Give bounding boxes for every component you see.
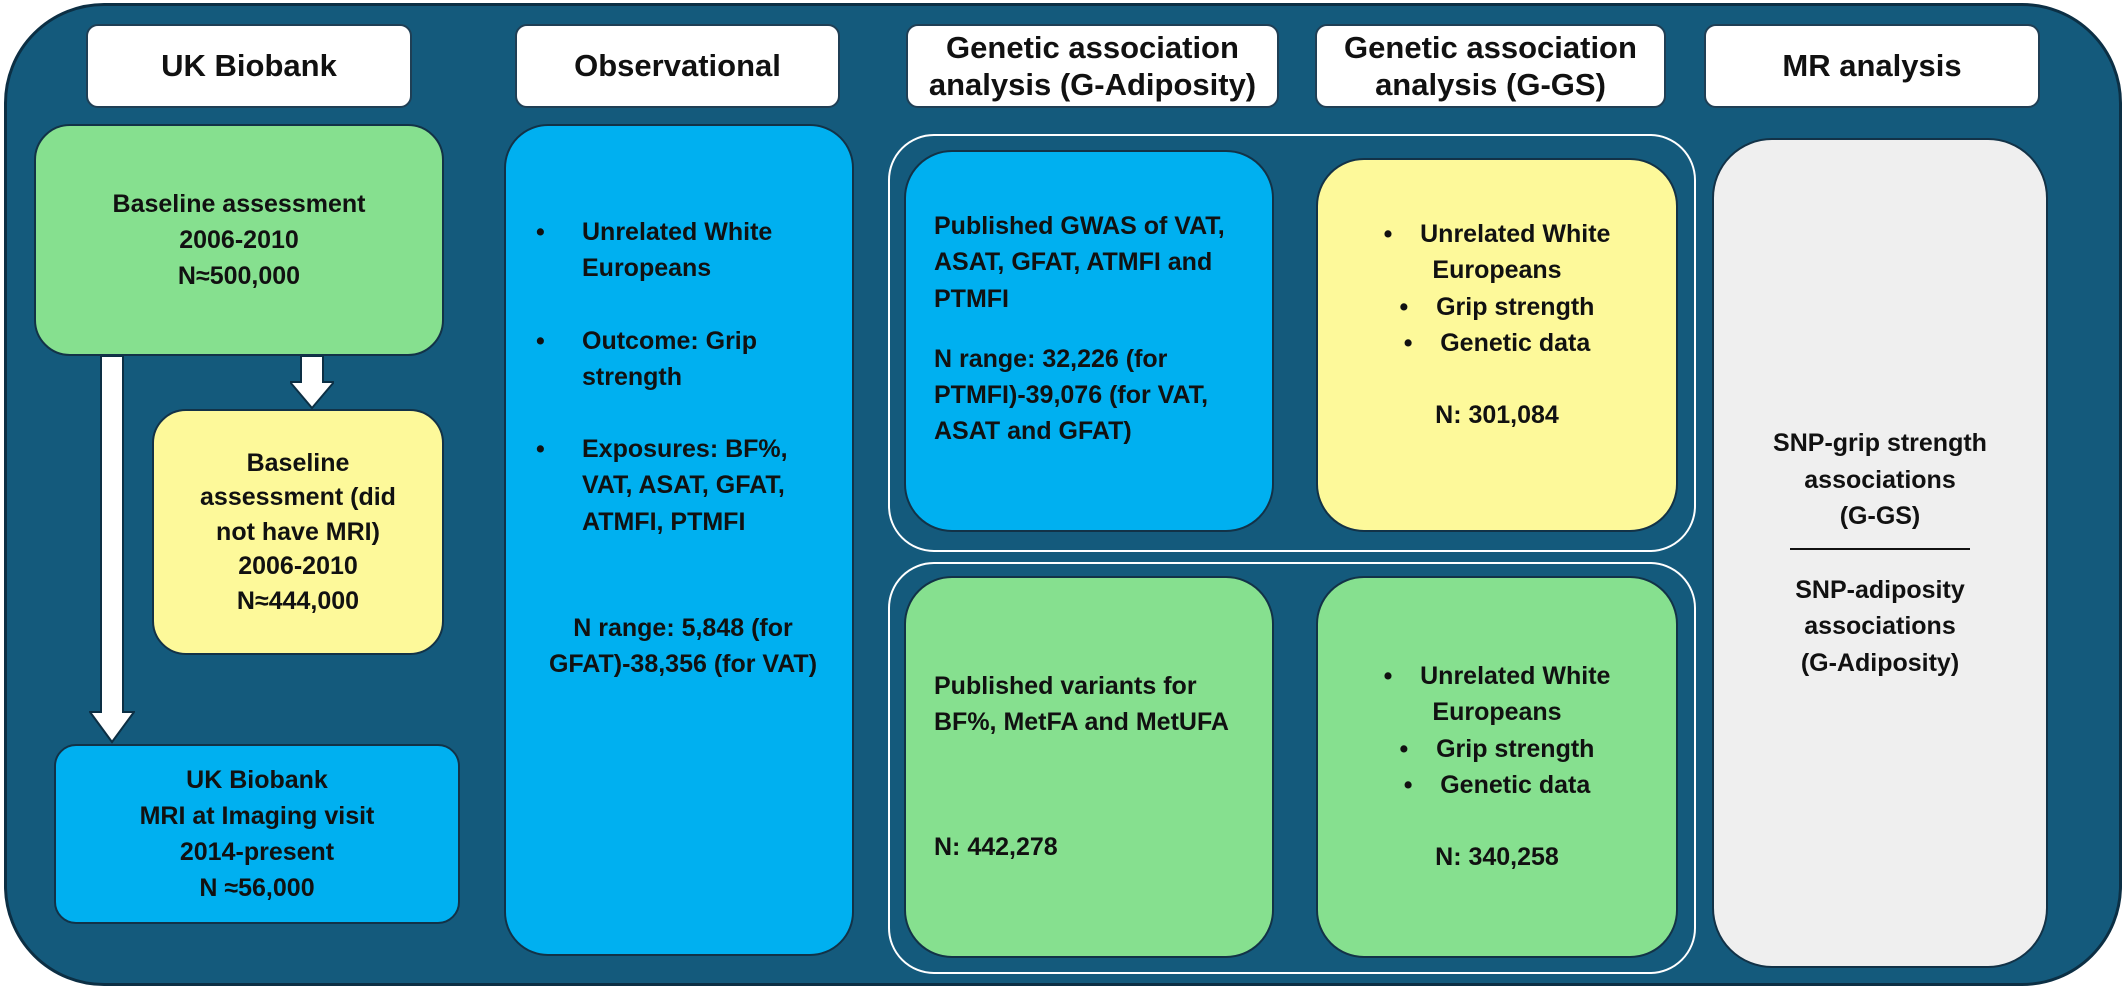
- published-gwas-box: Published GWAS of VAT, ASAT, GFAT, ATMFI…: [904, 150, 1274, 532]
- g-gs-top-bullet: Genetic data: [1338, 325, 1656, 361]
- observational-bullet: Unrelated White Europeans: [536, 214, 830, 287]
- group-outline-bottom: [888, 562, 1696, 974]
- mr-lower-line-2: associations: [1804, 612, 1956, 641]
- no-mri-line-1: Baseline: [246, 448, 350, 477]
- mr-upper-line-1: SNP-grip strength: [1773, 429, 1987, 458]
- mr-upper-line-2: associations: [1804, 465, 1956, 494]
- observational-box: Unrelated White Europeans Outcome: Grip …: [504, 124, 854, 956]
- published-variants-title: Published variants for BF%, MetFA and Me…: [934, 672, 1229, 737]
- mr-lower-line-1: SNP-adiposity: [1795, 576, 1965, 604]
- arrow-down-long: [89, 356, 135, 744]
- published-gwas-n-range: N range: 32,226 (for PTMFI)-39,076 (for …: [934, 344, 1209, 446]
- mr-upper-line-3: (G-GS): [1839, 501, 1921, 530]
- mr-upper-text: SNP-grip strength associations (G-GS): [1773, 425, 1987, 534]
- header-mr-analysis: MR analysis: [1704, 24, 2040, 108]
- baseline-line-1: Baseline assessment: [112, 189, 366, 218]
- g-gs-top-bullets: Unrelated White Europeans Grip strength …: [1338, 216, 1656, 361]
- g-gs-top-bullet: Grip strength: [1338, 289, 1656, 325]
- header-uk-biobank: UK Biobank: [86, 24, 412, 108]
- mr-analysis-box: SNP-grip strength associations (G-GS) SN…: [1712, 138, 2048, 968]
- no-mri-line-4: 2006-2010: [238, 552, 358, 581]
- published-variants-n: N: 442,278: [934, 832, 1058, 861]
- observational-n-range: N range: 5,848 (for GFAT)-38,356 (for VA…: [548, 613, 818, 678]
- observational-bullets: Unrelated White Europeans Outcome: Grip …: [536, 214, 830, 540]
- mr-lower-line-3: (G-Adiposity): [1800, 648, 1960, 677]
- baseline-line-3: N≈500,000: [177, 262, 301, 291]
- header-g-gs: Genetic association analysis (G-GS): [1315, 24, 1666, 108]
- imaging-line-1: UK Biobank: [186, 765, 328, 794]
- imaging-visit-box: UK Biobank MRI at Imaging visit 2014-pre…: [54, 744, 460, 924]
- g-gs-bottom-bullets: Unrelated White Europeans Grip strength …: [1338, 658, 1656, 803]
- g-gs-top-n: N: 301,084: [1435, 401, 1559, 429]
- baseline-no-mri-box: Baseline assessment (did not have MRI) 2…: [152, 409, 444, 655]
- mr-divider-line: [1790, 548, 1970, 550]
- no-mri-line-3: not have MRI): [216, 517, 380, 546]
- mr-lower-text: SNP-adiposity associations (G-Adiposity): [1795, 572, 1964, 681]
- g-gs-bottom-bullet: Genetic data: [1338, 767, 1656, 803]
- imaging-line-4: N ≈56,000: [199, 874, 315, 903]
- baseline-assessment-box: Baseline assessment 2006-2010 N≈500,000: [34, 124, 444, 356]
- imaging-line-3: 2014-present: [179, 838, 335, 866]
- no-mri-line-5: N≈444,000: [236, 586, 360, 615]
- g-gs-bottom-box: Unrelated White Europeans Grip strength …: [1316, 576, 1678, 958]
- imaging-line-2: MRI at Imaging visit: [139, 801, 375, 830]
- published-variants-box: Published variants for BF%, MetFA and Me…: [904, 576, 1274, 958]
- header-observational: Observational: [515, 24, 840, 108]
- g-gs-top-bullet: Unrelated White Europeans: [1338, 216, 1656, 289]
- g-gs-bottom-n: N: 340,258: [1435, 843, 1559, 871]
- published-gwas-title: Published GWAS of VAT, ASAT, GFAT, ATMFI…: [934, 212, 1225, 313]
- baseline-line-2: 2006-2010: [179, 225, 299, 254]
- no-mri-line-2: assessment (did: [200, 483, 396, 512]
- g-gs-top-box: Unrelated White Europeans Grip strength …: [1316, 158, 1678, 532]
- header-g-adiposity: Genetic association analysis (G-Adiposit…: [906, 24, 1279, 108]
- group-outline-top: [888, 134, 1696, 552]
- observational-bullet: Exposures: BF%, VAT, ASAT, GFAT, ATMFI, …: [536, 431, 830, 540]
- observational-bullet: Outcome: Grip strength: [536, 323, 830, 396]
- g-gs-bottom-bullet: Grip strength: [1338, 731, 1656, 767]
- arrow-down-short: [290, 356, 334, 410]
- g-gs-bottom-bullet: Unrelated White Europeans: [1338, 658, 1656, 731]
